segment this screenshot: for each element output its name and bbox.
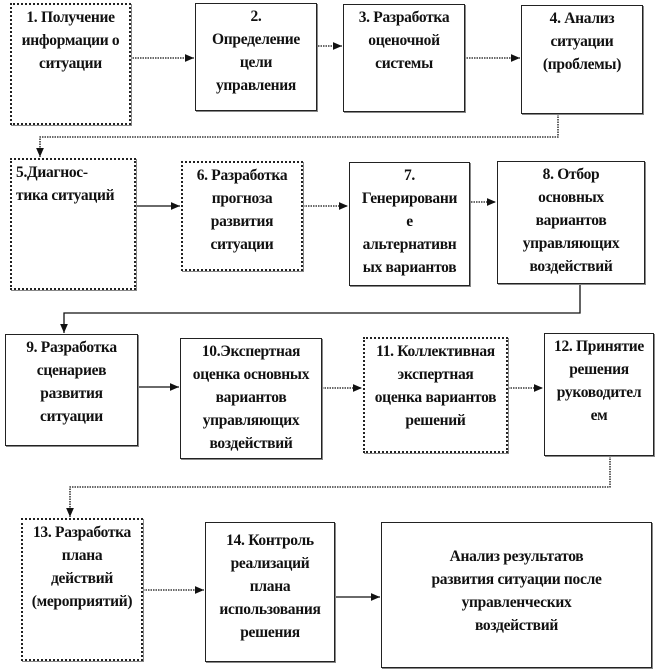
step-13-box: 13. Разработка плана действий (мероприят… <box>21 518 143 661</box>
step-7-box: 7. Генерировани е альтернативн ых вариан… <box>349 162 470 286</box>
step-4-box: 4. Анализ ситуации (проблемы) <box>521 5 643 114</box>
step-1-box: 1. Получение информации о ситуации <box>10 3 131 125</box>
step-8-box: 8. Отбор основных вариантов управляющих … <box>497 161 645 284</box>
step-12-box: 12. Принятие решения руководител ем <box>544 333 654 456</box>
step-9-box: 9. Разработка сценариев развития ситуаци… <box>5 334 138 446</box>
step-14-box: 14. Контроль реализаций плана использова… <box>205 522 335 662</box>
step-3-box: 3. Разработка оценочной системы <box>343 4 465 112</box>
step-11-box: 11. Коллективная экспертная оценка вариа… <box>363 337 508 453</box>
connector-12-13 <box>66 456 611 517</box>
connector-8-9 <box>60 284 581 333</box>
step-6-box: 6. Разработка прогноза развития ситуации <box>181 161 303 271</box>
step-2-box: 2. Определение цели управления <box>195 3 317 111</box>
step-10-box: 10.Экспертная оценка основных вариантов … <box>180 338 322 459</box>
step-15-result-analysis-box: Анализ результатов развития ситуации пос… <box>381 522 652 668</box>
connector-4-5 <box>36 114 559 157</box>
step-5-box: 5.Диагнос- тика ситуаций <box>10 158 136 290</box>
